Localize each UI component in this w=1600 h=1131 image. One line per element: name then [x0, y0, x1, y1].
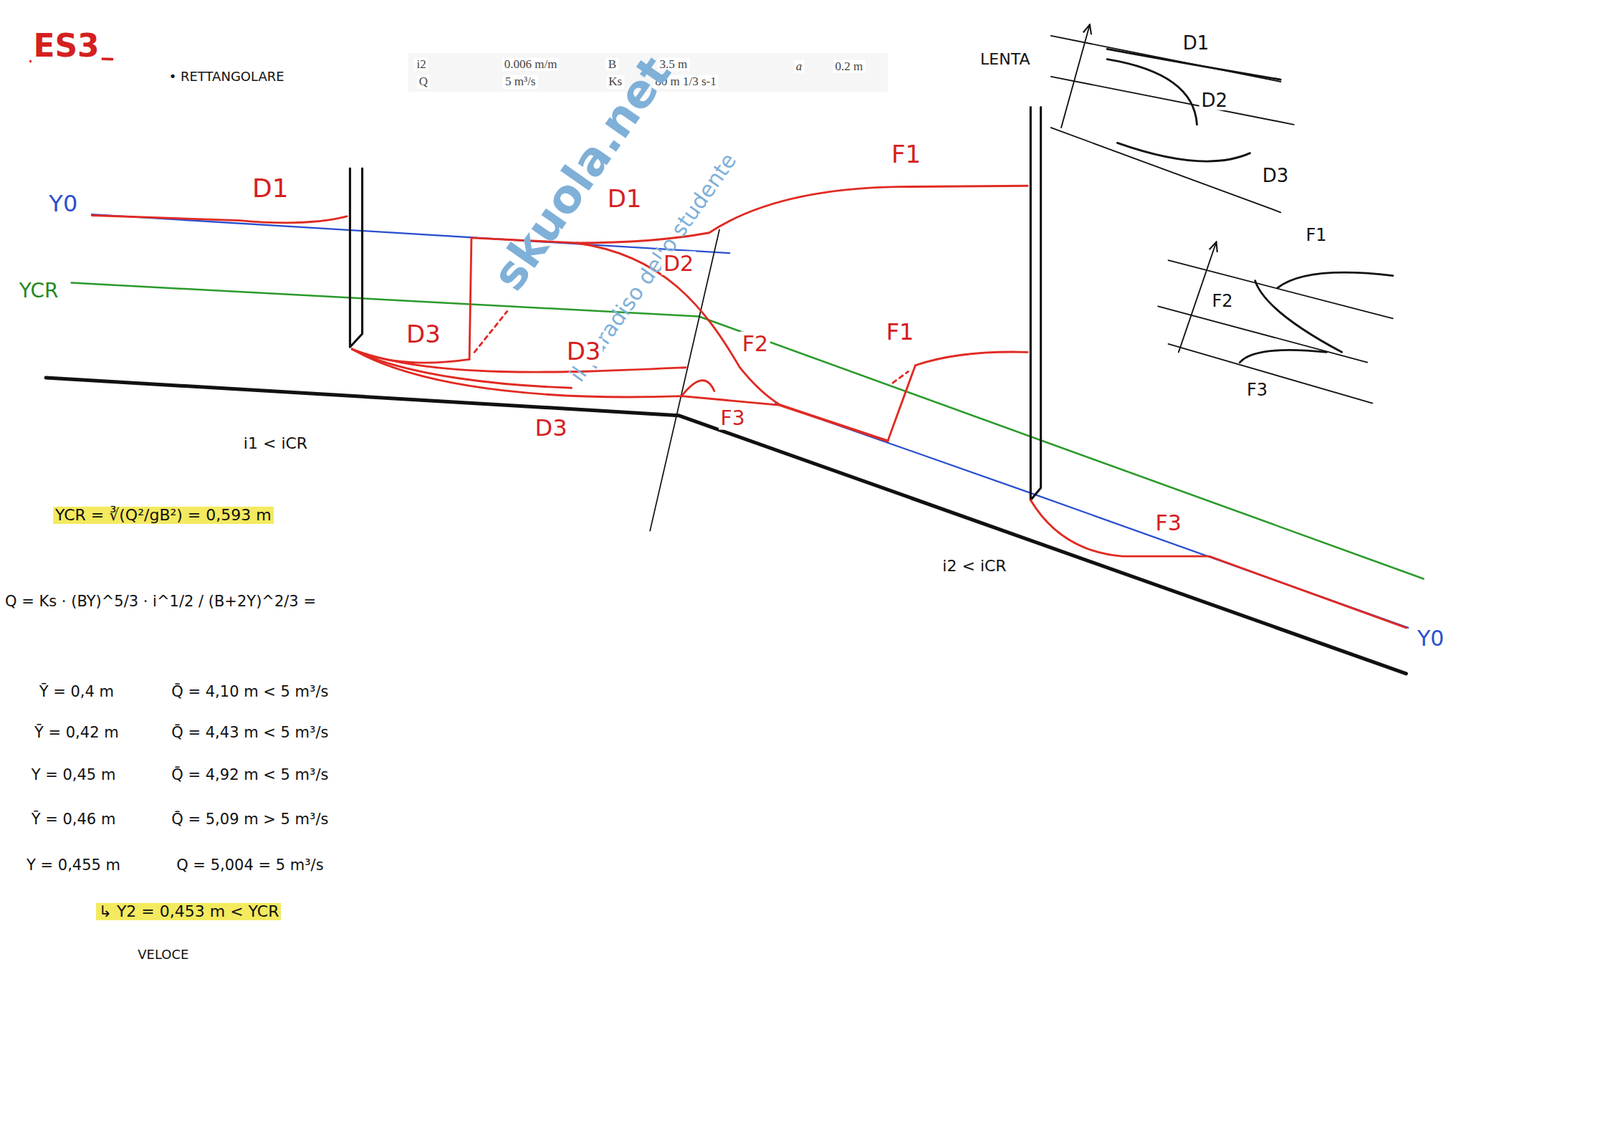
diagram-label: Ȳ = 0,4 m [37, 683, 117, 701]
diagram-label: D1 [250, 174, 291, 204]
diagram-label: YCR [17, 279, 61, 302]
diagram-label: Q̄ = 4,10 m < 5 m³/s [169, 683, 331, 701]
diagram-label: F1 [884, 320, 917, 346]
exercise-title: ES3 [30, 28, 102, 64]
diagram-label: Ȳ = 0,46 m [29, 811, 119, 828]
diagram-label: D2 [661, 251, 696, 276]
water-profiles [91, 185, 1406, 628]
diagram-label: LENTA [978, 50, 1032, 69]
diagram-label: Ȳ = 0,42 m [32, 724, 122, 741]
diagram-label: Q̄ = 4,43 m < 5 m³/s [169, 724, 331, 741]
diagram-label: Y = 0,45 m [29, 767, 119, 784]
diagram-label: F3 [1244, 380, 1270, 400]
diagram-label: F3 [1152, 510, 1183, 535]
diagram-label: Y0 [1415, 626, 1446, 650]
diagram-label: 0.006 m/m [502, 57, 560, 71]
diagram-label: F3 [718, 406, 748, 430]
sluice-gate [349, 168, 362, 347]
diagram-label: i1 < iCR [241, 434, 310, 453]
normal-depth-line [775, 403, 1408, 628]
diagram-label: Y0 [46, 191, 80, 217]
diagram-label: D3 [533, 416, 570, 442]
diagram-label: YCR = ∛(Q²/gB²) = 0,593 m [53, 506, 274, 524]
diagram-label: D3 [404, 321, 443, 348]
diagram-label: Q = Ks · (BY)^5/3 · i^1/2 / (B+2Y)^2/3 = [2, 593, 319, 611]
diagram-label: a [793, 59, 805, 74]
diagram-label: i2 < iCR [940, 557, 1009, 575]
inset-d-profiles [1051, 24, 1295, 213]
diagram-label: • RETTANGOLARE [166, 69, 287, 84]
diagram-label: F2 [740, 331, 771, 355]
diagram-label: 0.2 m [832, 59, 865, 74]
diagram-label: ↳ Y2 = 0,453 m < YCR [96, 902, 281, 921]
diagram-label: D3 [1260, 165, 1292, 187]
diagram-label: Y = 0,455 m [24, 856, 123, 874]
diagram-label: i2 [414, 57, 429, 71]
diagram-label: F1 [889, 141, 923, 169]
diagram-label: D1 [605, 185, 645, 213]
inset-f-profiles [1157, 242, 1393, 404]
diagram-label: Q̄ = 4,92 m < 5 m³/s [169, 767, 331, 784]
diagram-label: F1 [1304, 224, 1330, 244]
diagram-label: Q̄ = 5,09 m > 5 m³/s [169, 811, 331, 828]
channel-bed [45, 377, 1406, 674]
diagram-label: 5 m³/s [503, 75, 538, 89]
sluice-gate [1030, 107, 1041, 501]
diagram-label: Q = 5,004 = 5 m³/s [174, 856, 326, 874]
diagram-label: VELOCE [135, 947, 191, 962]
diagram-label: D1 [1180, 32, 1212, 54]
diagram-label: B [606, 57, 619, 71]
diagram-label: D3 [564, 338, 604, 366]
diagram-label: Q [417, 75, 430, 89]
diagram-label: D2 [1198, 89, 1230, 111]
normal-depth-line [91, 214, 730, 253]
diagram-label: F2 [1210, 291, 1236, 311]
critical-depth-line [71, 283, 1424, 579]
